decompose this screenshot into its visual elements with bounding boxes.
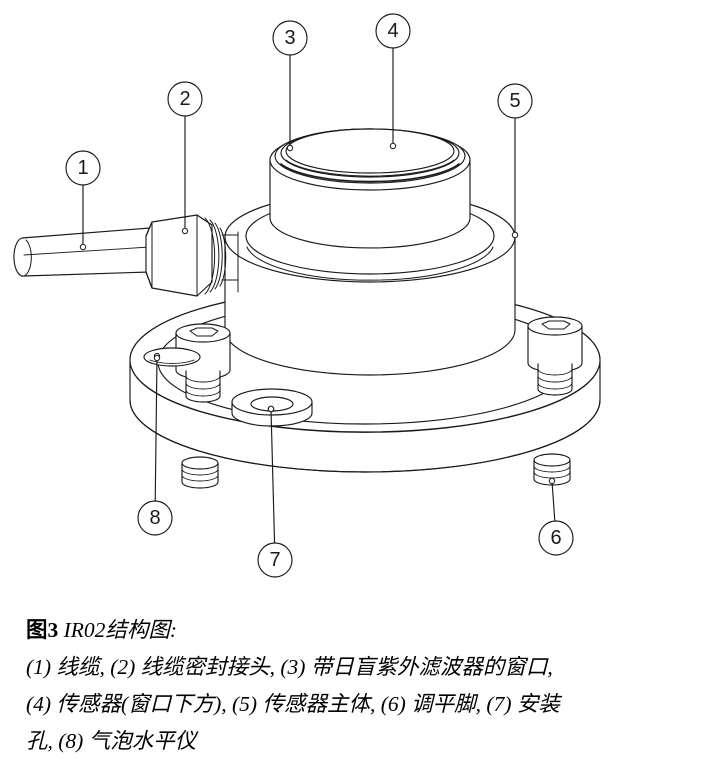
callout-4[interactable]: 4 [375,13,411,150]
screw-left-shank [185,370,221,403]
screw-right-thread-3 [537,382,573,390]
callout-label-4: 4 [387,20,398,42]
callout-2[interactable]: 2 [167,81,203,235]
screw-right-thread-1 [537,368,573,376]
callout-tip-4 [389,142,397,150]
gland-hex-edge-b [145,271,153,289]
caption-legend-line-3: 孔, (8) 气泡水平仪 [26,729,197,753]
foot-right-top [533,453,571,467]
caption-legend-line-2: (4) 传感器(窗口下方), (5) 传感器主体, (6) 调平脚, (7) 安… [26,692,560,716]
callout-tip-1 [79,243,87,251]
callout-7[interactable]: 7 [257,405,293,578]
drawing-geometry [13,128,601,489]
callout-tip-3 [286,144,294,152]
window-dome [269,128,471,249]
screw-left [175,323,231,403]
callout-5[interactable]: 5 [497,83,533,239]
gland-collar-ring-2 [209,219,220,293]
callout-tip-6 [548,477,556,485]
callout-balloon-3[interactable] [272,20,308,56]
gland-collar-ring-4 [219,227,227,287]
callout-3[interactable]: 3 [272,20,308,152]
gland-hex-edge-a [145,221,153,237]
callout-balloon-5[interactable] [497,83,533,119]
screw-right [527,316,583,396]
foot-left-body [181,462,219,489]
callout-tip-5 [511,231,519,239]
screw-right-thread-2 [537,375,573,383]
callout-8[interactable]: 8 [137,354,173,536]
figure-number: 图3 [26,618,59,642]
caption-legend-line-1: (1) 线缆, (2) 线缆密封接头, (3) 带日盲紫外滤波器的窗口, [26,655,553,679]
mounting-hole [231,388,313,427]
ir02-structure-drawing: 1 2 3 4 5 6 7 8 [13,13,601,578]
callout-balloon-1[interactable] [65,150,101,186]
callout-balloon-6[interactable] [538,520,574,556]
callout-6[interactable]: 6 [538,477,574,556]
foot-left-top [181,456,219,470]
screw-right-hex-socket [541,320,571,330]
foot-left-thread-1 [181,468,219,476]
callout-tip-8 [153,354,161,362]
callout-tip-7 [267,405,275,413]
callout-label-5: 5 [509,90,520,112]
cable [13,227,158,277]
bubble-level-inner-arc [149,359,195,364]
window-rim-front-arc [280,163,460,183]
callout-label-3: 3 [284,27,295,49]
callout-layer: 1 2 3 4 5 6 7 8 [65,13,574,578]
bubble-level-recess [143,347,201,367]
caption-title-line: 图3 IR02结构图: [26,612,690,649]
gland-collar-ring-3 [214,222,223,290]
sensor-body-shoulder-arc [246,246,494,281]
callout-balloon-8[interactable] [137,500,173,536]
cable-gland [145,214,239,297]
callout-leader-6 [551,480,556,522]
leveling-foot-right [533,453,571,486]
flange-bottom-arc [129,399,601,473]
gland-hex-nut [145,214,213,297]
bubble-level [143,347,201,367]
cable-center-line [23,246,151,256]
cable-end-arc [23,239,32,277]
callout-balloon-2[interactable] [167,81,203,117]
window-glass-face [285,128,455,174]
foot-left-thread-2 [181,474,219,482]
callout-balloon-7[interactable] [257,542,293,578]
screw-right-shank [537,363,573,396]
screw-left-thread-1 [185,375,221,383]
leveling-foot-left [181,456,219,489]
callout-balloon-4[interactable] [375,13,411,49]
figure-title: IR02结构图: [58,618,178,642]
screw-left-thread-3 [185,389,221,397]
callout-1[interactable]: 1 [65,150,101,251]
callout-label-1: 1 [77,157,88,179]
screw-left-thread-2 [185,382,221,390]
callout-label-7: 7 [269,549,280,571]
callout-tip-2 [181,227,189,235]
foot-right-thread-1 [533,465,571,473]
screw-left-hex-socket [189,327,219,337]
callout-leader-8 [154,357,158,502]
callout-label-8: 8 [149,507,160,529]
figure-caption: 图3 IR02结构图: (1) 线缆, (2) 线缆密封接头, (3) 带日盲紫… [26,612,690,760]
callout-label-6: 6 [550,527,561,549]
flange-chamfer-line [130,366,600,433]
technical-drawing-area: 1 2 3 4 5 6 7 8 [13,13,601,578]
callout-leader-7 [270,408,276,544]
window-rim-front-arc-2 [285,159,455,177]
callout-label-2: 2 [179,88,190,110]
cable-tube [13,227,158,277]
gland-collar-ring-1 [204,217,216,295]
